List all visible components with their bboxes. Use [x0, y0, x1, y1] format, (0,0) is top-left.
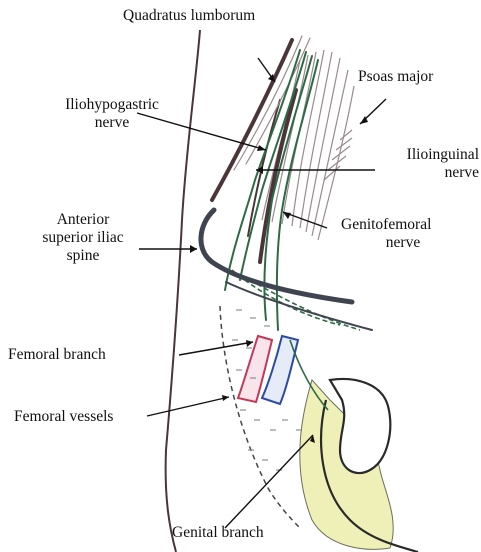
arrow-femoral-branch — [246, 340, 253, 347]
arrow-genitofemoral — [283, 212, 291, 219]
label-iliohypogastric-line2: nerve — [37, 114, 187, 132]
arrow-iliohypogastric — [257, 145, 266, 151]
label-genitofemoral-line1: Genitofemoral — [341, 216, 465, 234]
label-genitofemoral-nerve: Genitofemoral nerve — [341, 216, 465, 252]
label-iliohypogastric-line1: Iliohypogastric — [37, 96, 187, 114]
label-femoral-branch: Femoral branch — [8, 346, 106, 364]
label-quadratus-lumborum: Quadratus lumborum — [123, 7, 255, 25]
label-iliohypogastric-nerve: Iliohypogastric nerve — [37, 96, 187, 132]
arrow-femoral-vessels — [222, 395, 229, 401]
label-femoral-vessels: Femoral vessels — [14, 408, 113, 426]
label-ilioinguinal-nerve: Ilioinguinal nerve — [355, 146, 479, 182]
label-asis-line1: Anterior — [8, 211, 158, 229]
label-anterior-superior-iliac-spine: Anterior superior iliac spine — [8, 211, 158, 265]
label-genital-branch: Genital branch — [172, 524, 264, 542]
label-asis-line3: spine — [8, 247, 158, 265]
label-genitofemoral-line2: nerve — [341, 234, 465, 252]
label-psoas-major: Psoas major — [358, 68, 433, 86]
arrow-asis — [190, 245, 197, 253]
label-asis-line2: superior iliac — [8, 229, 158, 247]
label-ilioinguinal-line2: nerve — [355, 164, 479, 182]
label-ilioinguinal-line1: Ilioinguinal — [355, 146, 479, 164]
